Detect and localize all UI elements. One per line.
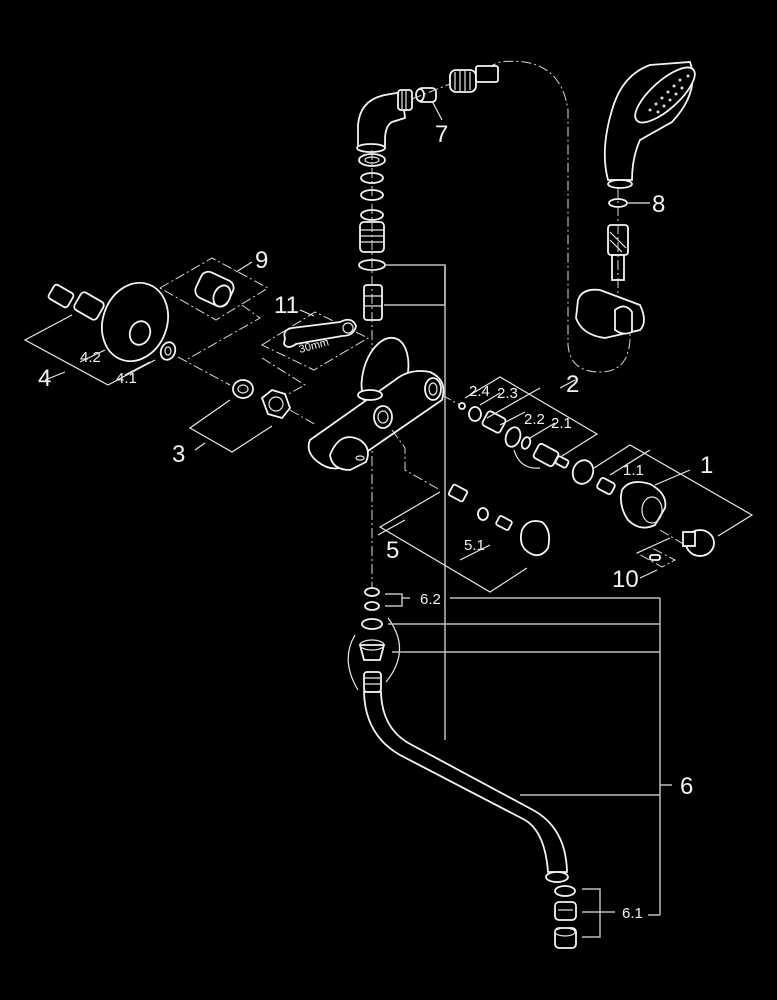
part-2-cartridge (441, 394, 570, 469)
callout-4-1: 4.1 (116, 370, 137, 387)
callout-1: 1 (700, 452, 713, 479)
part-1-handle (571, 444, 754, 557)
part-6-spout (347, 587, 577, 949)
part-4-1-washer (159, 341, 231, 386)
callout-6-2: 6.2 (420, 591, 441, 608)
part-2-bracket (464, 376, 599, 457)
callout-4-2: 4.2 (80, 349, 101, 366)
leader-group-upper-right (384, 264, 446, 740)
callout-2: 2 (566, 371, 579, 398)
callout-2-3: 2.3 (497, 385, 518, 402)
part-4-2-rosette (101, 281, 169, 363)
callout-11: 11 (274, 292, 299, 319)
callout-6: 6 (680, 773, 693, 800)
callout-2-4: 2.4 (469, 383, 490, 400)
callout-8: 8 (652, 191, 665, 218)
hand-shower (603, 61, 696, 189)
hose-end-nut (607, 188, 629, 330)
part-5-diverter (377, 483, 551, 593)
callout-9: 9 (255, 247, 268, 274)
elbow-connector (356, 89, 413, 153)
part-3-nut (188, 379, 317, 453)
part-10-cap (635, 537, 677, 579)
callout-3: 3 (172, 441, 185, 468)
callout-5-1: 5.1 (464, 537, 485, 554)
hose-nut (411, 65, 499, 100)
callout-4: 4 (38, 365, 51, 392)
elbow-washers (358, 150, 386, 600)
part-8-washer (608, 198, 650, 208)
part-4-eccentric (47, 283, 121, 323)
callout-5: 5 (386, 537, 399, 564)
callout-1-1: 1.1 (623, 462, 644, 479)
part-4-bracket (23, 314, 156, 386)
shower-hose (469, 60, 631, 373)
callout-2-1: 2.1 (551, 415, 572, 432)
callout-7: 7 (435, 121, 448, 148)
part-9-adapter (158, 257, 270, 361)
part-6-leaders (385, 593, 672, 938)
callout-6-1: 6.1 (622, 905, 643, 922)
part-11-wrench (260, 309, 370, 405)
shower-holder (575, 288, 645, 339)
mixer-body (307, 336, 445, 491)
callout-10: 10 (612, 566, 639, 593)
callout-2-2: 2.2 (524, 411, 545, 428)
